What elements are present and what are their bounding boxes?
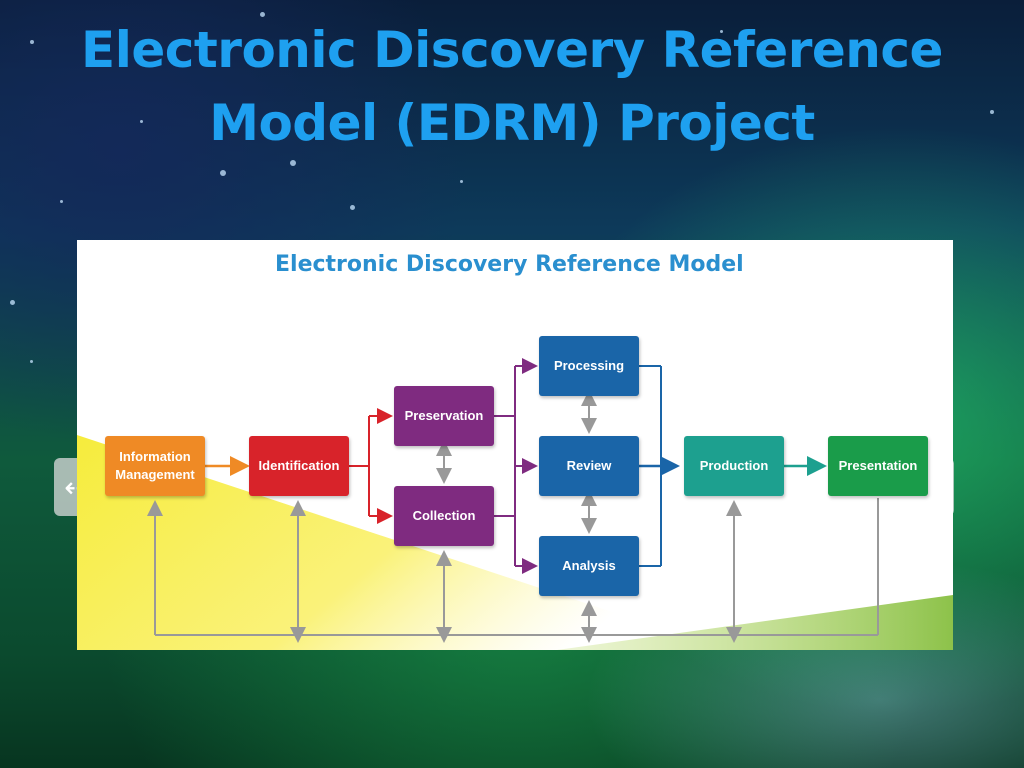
stage-presentation: Presentation	[828, 436, 928, 496]
diagram-title: Electronic Discovery Reference Model	[275, 252, 744, 277]
stage-label: Processing	[553, 358, 625, 373]
stage-label: Analysis	[562, 558, 616, 573]
stage-identification: Identification	[249, 436, 349, 496]
diagram-graphics	[77, 358, 953, 650]
stage-label: Information Management	[115, 449, 195, 482]
slide-title: Electronic Discovery Reference Model (ED…	[81, 21, 943, 152]
stage-label: Presentation	[838, 458, 918, 473]
stage-label: Collection	[412, 508, 476, 523]
stage-label: Production	[699, 458, 769, 473]
stage-processing: Processing	[539, 336, 639, 396]
stage-label: Review	[566, 458, 612, 473]
edrm-diagram: Electronic Discovery Reference Model Inf…	[77, 240, 953, 650]
stage-collection: Collection	[394, 486, 494, 546]
stage-production: Production	[684, 436, 784, 496]
stage-label: Preservation	[404, 408, 484, 423]
stage-preservation: Preservation	[394, 386, 494, 446]
stage-label: Identification	[258, 458, 340, 473]
stage-information-management: Information Management	[105, 436, 205, 496]
stage-review: Review	[539, 436, 639, 496]
stage-analysis: Analysis	[539, 536, 639, 596]
